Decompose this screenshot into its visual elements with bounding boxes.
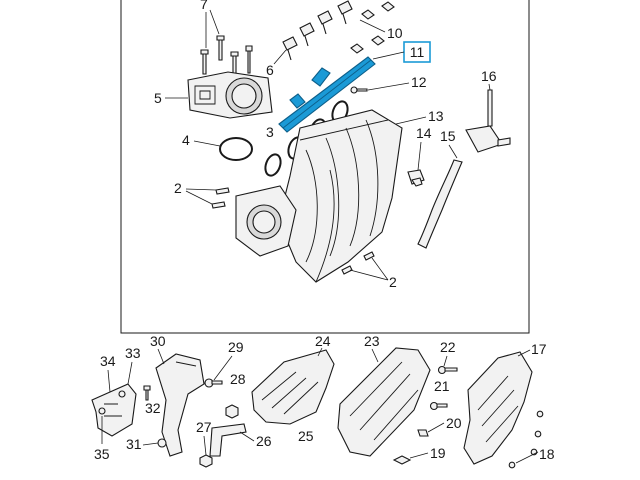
purge-valve[interactable] [465,89,511,153]
callout-15[interactable]: 15 [440,128,456,144]
bracket-screw[interactable] [143,385,151,401]
manifold-support-bracket[interactable] [155,353,205,457]
engine-cover[interactable] [337,347,431,457]
callout-14[interactable]: 14 [416,125,432,141]
exhaust-heat-shield[interactable] [463,351,533,465]
callout-3[interactable]: 3 [266,124,274,140]
cover-clip-upper[interactable] [417,429,429,437]
callout-17[interactable]: 17 [531,341,547,357]
fuel-injectors[interactable] [282,0,353,61]
bracket-nut[interactable] [157,438,167,448]
throttle-body[interactable] [187,71,273,119]
callout-16[interactable]: 16 [481,68,497,84]
cover-bolt-lower[interactable] [429,401,448,411]
support-bracket[interactable] [91,383,137,437]
callout-28[interactable]: 28 [230,371,246,387]
callout-13[interactable]: 13 [428,108,444,124]
lower-bracket[interactable] [209,423,247,457]
manifold-throttle-flange[interactable] [235,185,297,257]
callout-18[interactable]: 18 [539,446,555,462]
throttle-gasket[interactable] [219,137,253,161]
callout-5[interactable]: 5 [154,90,162,106]
callout-22[interactable]: 22 [440,339,456,355]
fuel-injector-rail[interactable] [278,56,376,133]
callout-2-lower[interactable]: 2 [389,274,397,290]
bracket-bolt[interactable] [98,407,106,415]
callout-19[interactable]: 19 [430,445,446,461]
callout-10[interactable]: 10 [387,25,403,41]
callout-24[interactable]: 24 [315,333,331,349]
callout-33[interactable]: 33 [125,345,141,361]
callout-25[interactable]: 25 [298,428,314,444]
callout-32[interactable]: 32 [145,400,161,416]
callout-34[interactable]: 34 [100,353,116,369]
callout-23[interactable]: 23 [364,333,380,349]
cover-clip-lower[interactable] [392,455,412,465]
mounting-bolts[interactable] [200,35,253,77]
lower-bolt[interactable] [199,454,213,468]
studs-lower[interactable] [341,251,375,275]
callout-21[interactable]: 21 [434,378,450,394]
callout-11[interactable]: 11 [410,44,425,60]
callout-12[interactable]: 12 [411,74,427,90]
intake-manifold[interactable] [281,109,403,283]
shield-bolts[interactable] [508,410,544,469]
callout-4[interactable]: 4 [182,132,190,148]
callout-30[interactable]: 30 [150,333,166,349]
callout-31[interactable]: 31 [126,436,142,452]
rail-bolt[interactable] [350,86,368,94]
studs-upper[interactable] [211,187,230,209]
callout-6[interactable]: 6 [266,62,274,78]
map-sensor[interactable] [407,169,425,187]
callout-20[interactable]: 20 [446,415,462,431]
cover-bolt-upper[interactable] [437,365,458,375]
callout-35[interactable]: 35 [94,446,110,462]
main-assembly-frame [120,0,530,334]
support-nut[interactable] [225,404,239,419]
support-bolt[interactable] [204,378,223,388]
upper-heat-shield[interactable] [251,349,335,425]
callout-26[interactable]: 26 [256,433,272,449]
injector-clips[interactable] [350,1,395,54]
callout-2-upper[interactable]: 2 [174,180,182,196]
purge-hose[interactable] [417,159,463,249]
callout-29[interactable]: 29 [228,339,244,355]
callout-27[interactable]: 27 [196,419,212,435]
callout-7[interactable]: 7 [200,0,208,12]
